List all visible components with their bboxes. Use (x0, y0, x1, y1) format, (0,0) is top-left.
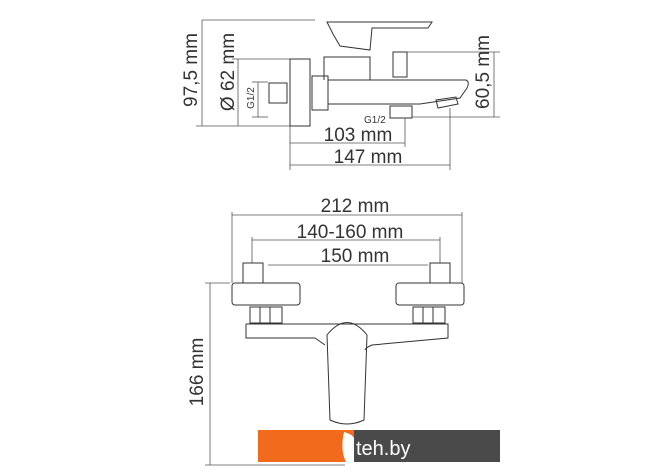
flange-right (395, 282, 465, 306)
dim-spout-height: 60,5 mm (473, 35, 494, 109)
spout (327, 79, 469, 105)
outlet (389, 105, 413, 119)
dim-overall-width: 212 mm (321, 196, 390, 217)
dim-outlet-reach: 103 mm (324, 125, 393, 146)
inlet-right (429, 262, 451, 284)
logo-mark-icon (342, 432, 354, 462)
dim-center-range: 140-160 mm (297, 222, 404, 243)
handle (326, 322, 368, 425)
dim-height-total: 97,5 mm (181, 33, 202, 107)
aerator (435, 96, 459, 109)
side-view: 97,5 mm Ø 62 mm G1/2 60,5 mm G1/2 103 mm… (181, 19, 500, 170)
diverter (392, 51, 408, 78)
nut (311, 75, 329, 111)
dim-outlet-thread: G1/2 (364, 115, 386, 126)
body-bar (245, 323, 449, 351)
body (323, 56, 371, 80)
handle-lever (326, 21, 433, 51)
teh-by-watermark: teh.by (258, 430, 500, 462)
flange-left (231, 282, 301, 306)
inlet-connector (268, 82, 288, 104)
watermark-text: teh.by (356, 438, 410, 460)
dim-flange-diameter: Ø 62 mm (218, 33, 239, 111)
dim-center-distance: 150 mm (321, 246, 390, 267)
front-view: 212 mm 140-160 mm 150 mm 166 mm (187, 196, 465, 466)
inlet-left (242, 262, 264, 284)
nut-left (249, 306, 283, 324)
dim-spout-reach: 147 mm (334, 147, 403, 168)
dim-inlet-thread: G1/2 (246, 87, 257, 109)
dim-overall-height: 166 mm (187, 338, 208, 407)
wall-flange (289, 58, 311, 127)
nut-right (412, 306, 446, 324)
